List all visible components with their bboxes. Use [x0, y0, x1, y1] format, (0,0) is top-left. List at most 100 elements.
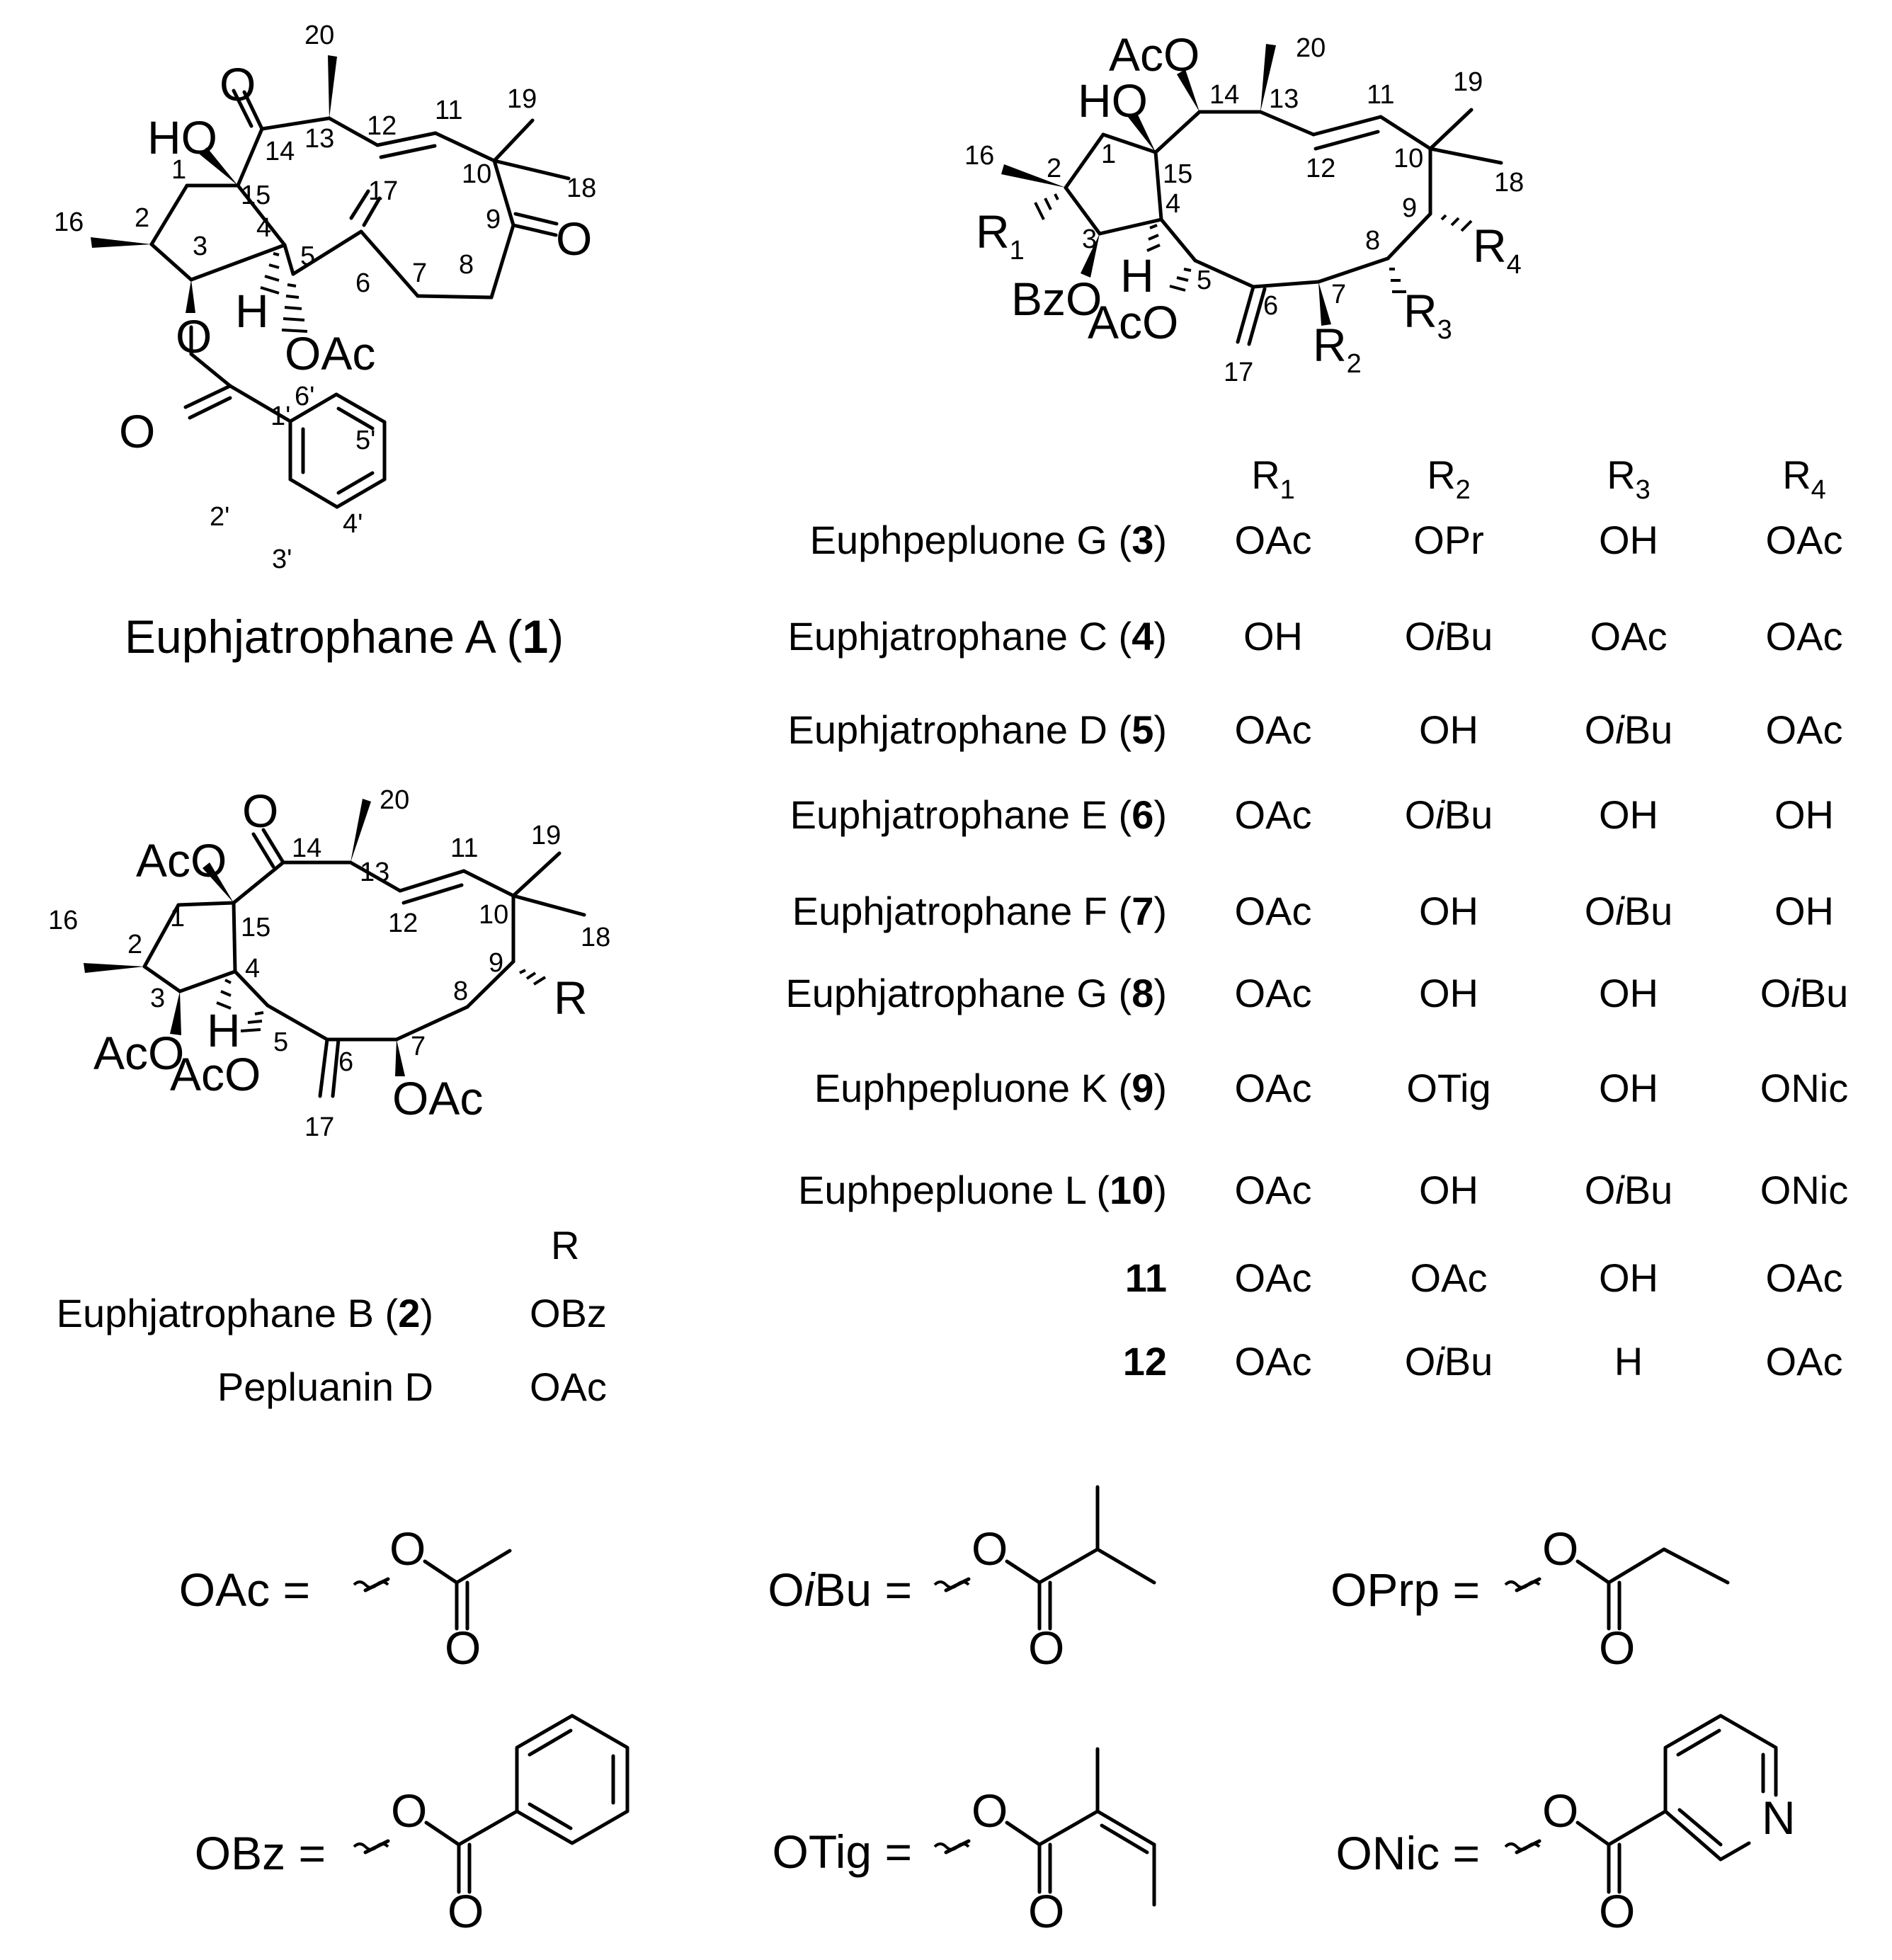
substituent-legend: OAc = O O OiBu = O O OPrp =: [179, 1485, 1796, 1937]
locant: 16: [48, 906, 78, 935]
locant: 13: [1269, 84, 1299, 114]
table-row-name: Euphpepluone G (3): [810, 518, 1167, 562]
legend-label: OTig =: [773, 1825, 912, 1878]
table-cell-r4: OAc: [1766, 1339, 1843, 1384]
stereo-bonds-compound-1: [91, 55, 337, 333]
locant: 14: [265, 137, 295, 166]
locant: 18: [566, 173, 596, 203]
table-cell-r: OBz: [530, 1291, 607, 1335]
locant: 13: [304, 124, 334, 154]
table-cell-r1: OAc: [1235, 1339, 1312, 1384]
table-header-r: R: [551, 1223, 579, 1267]
structure-euphjatrophane-a: HO O O H OAc O O 1 2 3 4 5 6 7 8 9 10 11…: [54, 21, 596, 663]
table-row-name: Pepluanin D: [217, 1364, 433, 1409]
table-cell-r1: OAc: [1235, 971, 1312, 1015]
table-cell-r2: OH: [1419, 889, 1478, 933]
table-cell-r4: OAc: [1766, 1255, 1843, 1300]
table-cell-r2: OAc: [1411, 1255, 1488, 1300]
oxygen-label: O: [220, 58, 256, 110]
table-cell-r1: OAc: [1235, 1066, 1312, 1110]
table-row-name: Euphjatrophane C (4): [788, 614, 1167, 659]
table-cell-r: OAc: [530, 1364, 607, 1409]
oxygen-label: O: [1028, 1622, 1064, 1674]
table-cell-r3: OH: [1599, 518, 1658, 562]
legend-obz: OBz = O O: [195, 1714, 629, 1937]
locant: 1: [1101, 139, 1116, 169]
table-cell-r1: OH: [1243, 614, 1303, 659]
legend-oibu: OiBu = O O: [768, 1485, 1156, 1674]
locant: 9: [489, 948, 503, 978]
table-cell-r1: OAc: [1235, 792, 1312, 837]
locant: 17: [304, 1112, 334, 1142]
stereo-bonds-compounds-3-12: [1001, 44, 1473, 326]
table-cell-r4: OAc: [1766, 707, 1843, 752]
locant: 7: [1331, 280, 1346, 309]
table-cell-r2: OTig: [1406, 1066, 1491, 1110]
oxygen-label: O: [389, 1522, 426, 1575]
table-cell-r4: OAc: [1766, 518, 1843, 562]
oxygen-label: O: [1542, 1522, 1578, 1575]
locant: 7: [412, 258, 427, 288]
table-row-name: 12: [1123, 1339, 1167, 1384]
table-row-name: 11: [1125, 1255, 1167, 1300]
benzoyloxy-label: BzO: [1011, 273, 1102, 325]
locant: 19: [531, 821, 561, 850]
oxygen-label: O: [556, 212, 592, 265]
locant: 11: [435, 96, 462, 125]
compound-caption: Euphjatrophane A (1): [125, 610, 564, 663]
locant: 10: [462, 159, 491, 189]
locant: 20: [1296, 33, 1326, 63]
acetoxy-label: AcO: [93, 1027, 184, 1079]
table-cell-r3: OH: [1599, 1066, 1658, 1110]
hydrogen-label: H: [207, 1004, 241, 1056]
locant: 2: [135, 203, 149, 233]
table-cell-r3: OiBu: [1585, 889, 1673, 933]
oxygen-label: O: [445, 1622, 481, 1674]
locant: 4: [1166, 189, 1180, 219]
locant: 5: [1197, 266, 1212, 295]
locant: 17: [1224, 358, 1253, 387]
table-cell-r3: OAc: [1590, 614, 1668, 659]
table-cell-r3: OH: [1599, 1255, 1658, 1300]
table-cell-r4: OH: [1774, 889, 1834, 933]
atom-labels-compound-2: AcO O AcO AcO H OAc R: [93, 785, 588, 1124]
locant: 4: [256, 213, 271, 243]
table-cell-r3: H: [1614, 1339, 1643, 1384]
bonds-compounds-3-12: [1064, 108, 1503, 346]
stereo-bonds-compound-2: [84, 799, 547, 1076]
locant: 1': [270, 401, 290, 431]
table-cell-r3: OiBu: [1585, 1168, 1673, 1212]
oxygen-label: O: [1542, 1784, 1578, 1837]
locant: 12: [1306, 154, 1335, 183]
locant: 6': [295, 382, 314, 411]
r3-label: R3: [1403, 285, 1452, 345]
locant: 19: [1453, 67, 1483, 97]
table-row-name: Euphjatrophane E (6): [790, 792, 1167, 837]
table-cell-r2: OH: [1419, 1168, 1478, 1212]
locant: 4': [343, 509, 363, 539]
acetate-label: OAc: [392, 1072, 483, 1124]
locant: 3: [193, 232, 207, 261]
table-row-name: Euphpepluone K (9): [814, 1066, 1167, 1110]
locant: 15: [241, 913, 270, 942]
locant: 2: [127, 930, 142, 959]
hydrogen-label: H: [1120, 249, 1154, 302]
locant: 12: [367, 111, 397, 141]
legend-label: OiBu =: [768, 1563, 912, 1616]
locant: 12: [388, 908, 418, 938]
locants-compound-2: 1 2 3 4 5 6 7 8 9 10 11 12 13 14 15 16 1…: [48, 785, 610, 1142]
oxygen-label: O: [176, 310, 212, 363]
locant: 3: [150, 984, 165, 1013]
locant: 10: [1394, 144, 1423, 173]
oxygen-label: O: [1028, 1885, 1064, 1937]
locants-compound-1: 1 2 3 4 5 6 7 8 9 10 11 12 13 14 15 16 1…: [54, 21, 596, 574]
table-cell-r4: ONic: [1760, 1168, 1848, 1212]
table-row-name: Euphjatrophane D (5): [788, 707, 1167, 752]
locant: 15: [241, 181, 270, 210]
locant: 6: [338, 1047, 353, 1077]
acetoxy-label: AcO: [170, 1048, 261, 1100]
acetate-label: OAc: [285, 327, 375, 380]
atom-labels-compounds-3-12: AcO HO BzO AcO H R1 R2 R3 R4: [976, 28, 1522, 379]
table-header-r1: R1: [1251, 452, 1295, 505]
locant: 19: [507, 84, 537, 114]
